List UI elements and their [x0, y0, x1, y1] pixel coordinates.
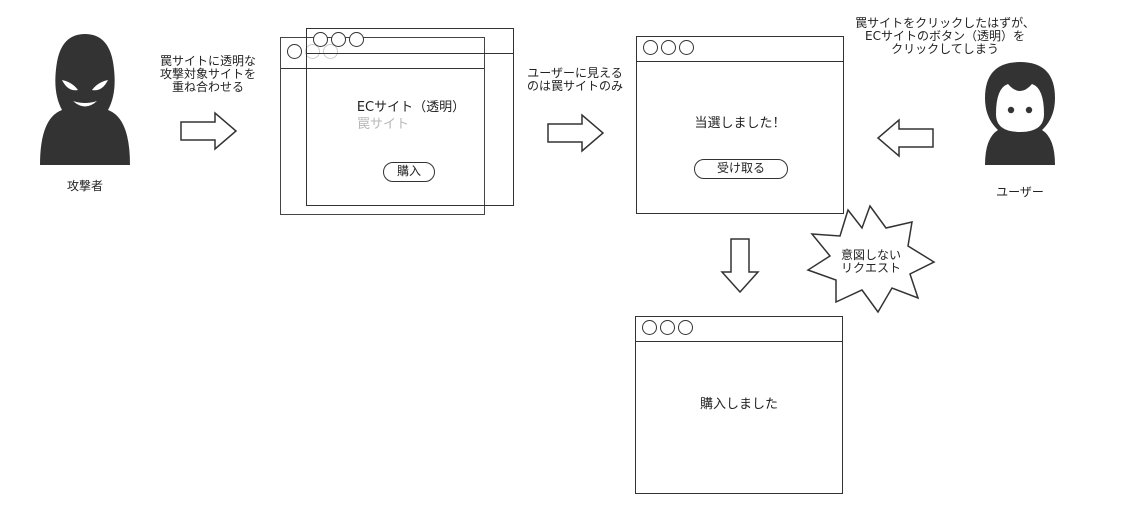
window-dot	[323, 44, 338, 59]
window-dot	[643, 40, 658, 55]
window-dots-icon	[313, 32, 364, 47]
window-dots-icon	[643, 40, 694, 55]
attacker-icon	[40, 34, 130, 165]
arrow-right-icon	[547, 113, 605, 153]
user-note: 罠サイトをクリックしたはずが、 ECサイトのボタン（透明）を クリックしてしまう	[835, 17, 1055, 56]
window-dots-icon	[642, 320, 693, 335]
purchase-button[interactable]: 購入	[383, 162, 435, 182]
window-dot	[349, 32, 364, 47]
ec-window-title: ECサイト（透明）	[356, 100, 466, 115]
attacker-note-line: 重ね合わせる	[171, 80, 244, 94]
window-dot	[678, 320, 693, 335]
burst-icon	[806, 204, 936, 314]
window-dot	[287, 44, 302, 59]
user-icon	[985, 62, 1055, 165]
window-titlebar	[307, 29, 513, 54]
window-dot	[660, 320, 675, 335]
window-dot	[679, 40, 694, 55]
user-label: ユーザー	[996, 185, 1044, 199]
receive-button[interactable]: 受け取る	[694, 159, 788, 179]
trap-note: ユーザーに見える のは罠サイトのみ	[513, 67, 637, 93]
arrow-right-icon	[180, 111, 238, 151]
purchase-result-message: 購入しました	[699, 397, 778, 412]
window-dot	[331, 32, 346, 47]
window-dots-icon	[287, 44, 338, 59]
purchase-result-window	[635, 316, 843, 494]
attacker-note: 罠サイトに透明な 攻撃対象サイトを 重ね合わせる	[148, 55, 268, 94]
ec-site-window	[306, 28, 514, 206]
trap-window-subtitle: 罠サイト	[356, 117, 409, 132]
user-note-line: クリックしてしまう	[891, 42, 999, 56]
trap-note-line: ユーザーに見える	[527, 66, 623, 80]
window-dot	[661, 40, 676, 55]
arrow-left-icon	[876, 118, 934, 158]
user-note-line: ECサイトのボタン（透明）を	[865, 29, 1025, 43]
attacker-label: 攻撃者	[66, 179, 103, 193]
window-dot	[305, 44, 320, 59]
window-titlebar	[636, 317, 842, 342]
burst-label: 意図しない リクエスト	[828, 249, 914, 275]
prize-message: 当選しました！	[694, 116, 786, 131]
attacker-note-line: 攻撃対象サイトを	[159, 67, 256, 81]
attacker-note-line: 罠サイトに透明な	[159, 54, 256, 68]
window-titlebar	[637, 37, 843, 62]
trap-note-line: のは罠サイトのみ	[526, 79, 623, 93]
burst-line: 意図しない	[840, 248, 901, 262]
window-dot	[313, 32, 328, 47]
window-titlebar	[281, 38, 484, 69]
trap-site-window	[280, 37, 485, 215]
user-note-line: 罠サイトをクリックしたはずが、	[855, 16, 1035, 30]
prize-window	[636, 36, 844, 214]
window-dot	[642, 320, 657, 335]
arrow-down-icon	[720, 238, 760, 294]
burst-line: リクエスト	[840, 261, 901, 275]
